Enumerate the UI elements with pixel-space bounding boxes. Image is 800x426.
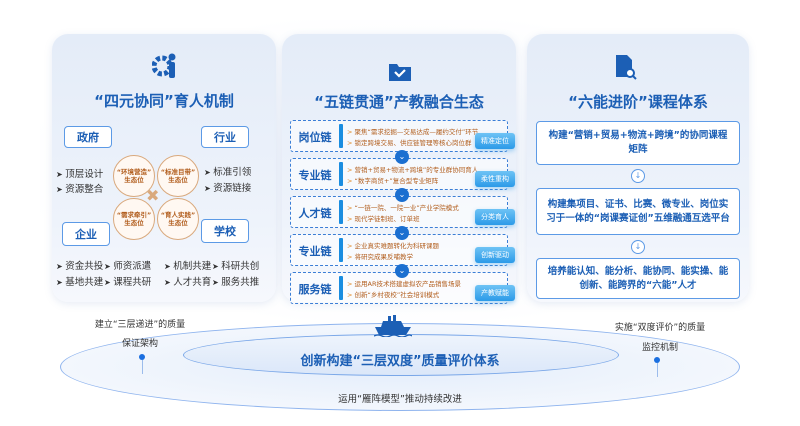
ecology-circle: “环境营造”生态位 bbox=[113, 155, 155, 197]
chain-label: 人才链 bbox=[298, 207, 332, 220]
circle-title: “环境营造” bbox=[116, 167, 152, 176]
ship-icon bbox=[373, 315, 413, 338]
right-note: 实施“双度评价”的质量 监控机制 bbox=[590, 318, 730, 358]
chain-label: 服务链 bbox=[298, 283, 332, 296]
enterprise-item: 师资派遣 bbox=[104, 258, 151, 272]
ecology-circle: “育人实践”生态位 bbox=[157, 198, 199, 240]
chain-bar bbox=[339, 276, 343, 300]
circle-sub: 生态位 bbox=[168, 176, 188, 184]
center-title: 创新构建“三层双度”质量评价体系 bbox=[300, 354, 500, 369]
school-item: 机制共建 bbox=[164, 258, 211, 272]
enterprise-item: 基地共建 bbox=[56, 274, 103, 288]
gov-item: 顶层设计 bbox=[56, 166, 103, 180]
industry-item: 资源链接 bbox=[204, 180, 251, 194]
chain-text: 将研究成果反哺教学 bbox=[347, 251, 414, 261]
circle-sub: 生态位 bbox=[124, 219, 144, 227]
enterprise-item: 课程共研 bbox=[104, 274, 151, 288]
right-note-line: 实施“双度评价”的质量 bbox=[614, 323, 706, 333]
industry-item: 标准引领 bbox=[204, 164, 251, 178]
pin-marker-left bbox=[139, 354, 145, 376]
left-note: 建立“三层递进”的质量 保证架构 bbox=[70, 316, 210, 354]
right-panel: “六能进阶”课程体系 bbox=[527, 34, 749, 302]
chain-tag: 创新驱动 bbox=[475, 247, 515, 263]
enterprise-box: 企业 bbox=[62, 222, 110, 246]
school-item: 人才共育 bbox=[164, 274, 211, 288]
folder-check-icon bbox=[388, 62, 412, 82]
enterprise-item: 资金共投 bbox=[56, 258, 103, 272]
left-title: “四元协同”育人机制 bbox=[94, 92, 234, 110]
gov-item: 资源整合 bbox=[56, 181, 103, 195]
arrow-down-icon: ↓ bbox=[631, 240, 645, 254]
school-item: 服务共推 bbox=[212, 274, 259, 288]
document-search-icon bbox=[615, 54, 637, 80]
chain-text: 锁定跨境交易、供应链管理等核心岗位群 bbox=[347, 137, 472, 147]
chain-text: “数字商贸+”复合型专业矩阵 bbox=[347, 175, 439, 185]
chain-bar bbox=[339, 238, 343, 262]
left-note-line: 保证架构 bbox=[121, 339, 158, 349]
middle-title: “五链贯通”产教融合生态 bbox=[314, 93, 484, 111]
course-step: 构建“营销+贸易+物流+跨境”的协同课程矩阵 bbox=[536, 121, 740, 165]
chain-text: 营销+贸易+物流+跨境”的专业群协同育人 bbox=[347, 164, 479, 174]
gear-person-icon bbox=[151, 52, 180, 78]
school-item: 科研共创 bbox=[212, 258, 259, 272]
chevron-down-icon: ⌄ bbox=[395, 188, 409, 202]
chevron-down-icon: ⌄ bbox=[395, 264, 409, 278]
chain-label: 专业链 bbox=[298, 245, 332, 258]
chain-tag: 分类育人 bbox=[475, 209, 515, 225]
chain-text: 聚焦“需求挖掘—交易达成—履约交付”环节 bbox=[347, 126, 479, 136]
chain-bar bbox=[339, 162, 343, 186]
circle-sub: 生态位 bbox=[168, 219, 188, 227]
course-step: 培养能认知、能分析、能协同、能实操、能创新、能跨界的“六能”人才 bbox=[536, 258, 740, 299]
footer-text: 运用“雁阵模型”推动持续改进 bbox=[338, 394, 462, 405]
right-title: “六能进阶”课程体系 bbox=[568, 93, 708, 111]
chain-text: 企业真实难题转化为科研课题 bbox=[347, 240, 440, 250]
cross-icon: ✖ bbox=[146, 186, 160, 205]
ecology-circle: “标准目带”生态位 bbox=[157, 155, 199, 197]
left-note-line: 建立“三层递进”的质量 bbox=[94, 320, 186, 330]
chain-bar bbox=[339, 124, 343, 148]
right-note-line: 监控机制 bbox=[641, 343, 678, 353]
chain-bar bbox=[339, 200, 343, 224]
circle-title: “育人实践” bbox=[160, 210, 196, 219]
chain-text: 现代学徒制班、订单班 bbox=[347, 213, 420, 223]
gov-box: 政府 bbox=[64, 126, 112, 148]
ecology-circle: “需求牵引”生态位 bbox=[113, 198, 155, 240]
chevron-down-icon: ⌄ bbox=[395, 226, 409, 240]
circle-sub: 生态位 bbox=[124, 176, 144, 184]
chain-tag: 产教赋能 bbox=[475, 285, 515, 301]
chain-text: 创新“乡村夜校”社会培训模式 bbox=[347, 289, 440, 299]
inner-ellipse bbox=[183, 334, 619, 376]
chain-label: 专业链 bbox=[298, 169, 332, 182]
circle-title: “需求牵引” bbox=[116, 210, 152, 219]
pin-marker-right bbox=[654, 357, 660, 379]
circle-title: “标准目带” bbox=[160, 167, 196, 176]
chain-text: “一链一院、一院一业”产业学院模式 bbox=[347, 202, 459, 212]
chevron-down-icon: ⌄ bbox=[395, 150, 409, 164]
chain-tag: 柔性重构 bbox=[475, 171, 515, 187]
chain-tag: 精准定位 bbox=[475, 133, 515, 149]
chain-text: 运用AR技术搭建虚拟农产品销售场景 bbox=[347, 278, 461, 288]
school-box: 学校 bbox=[201, 219, 249, 243]
chain-label: 岗位链 bbox=[298, 131, 332, 144]
industry-box: 行业 bbox=[201, 126, 249, 148]
chain-row: 岗位链 聚焦“需求挖掘—交易达成—履约交付”环节 锁定跨境交易、供应链管理等核心… bbox=[290, 120, 515, 152]
arrow-down-icon: ↓ bbox=[631, 169, 645, 183]
course-step: 构建集项目、证书、比赛、微专业、岗位实习于一体的“岗课赛证创”五维融通互选平台 bbox=[536, 188, 740, 235]
